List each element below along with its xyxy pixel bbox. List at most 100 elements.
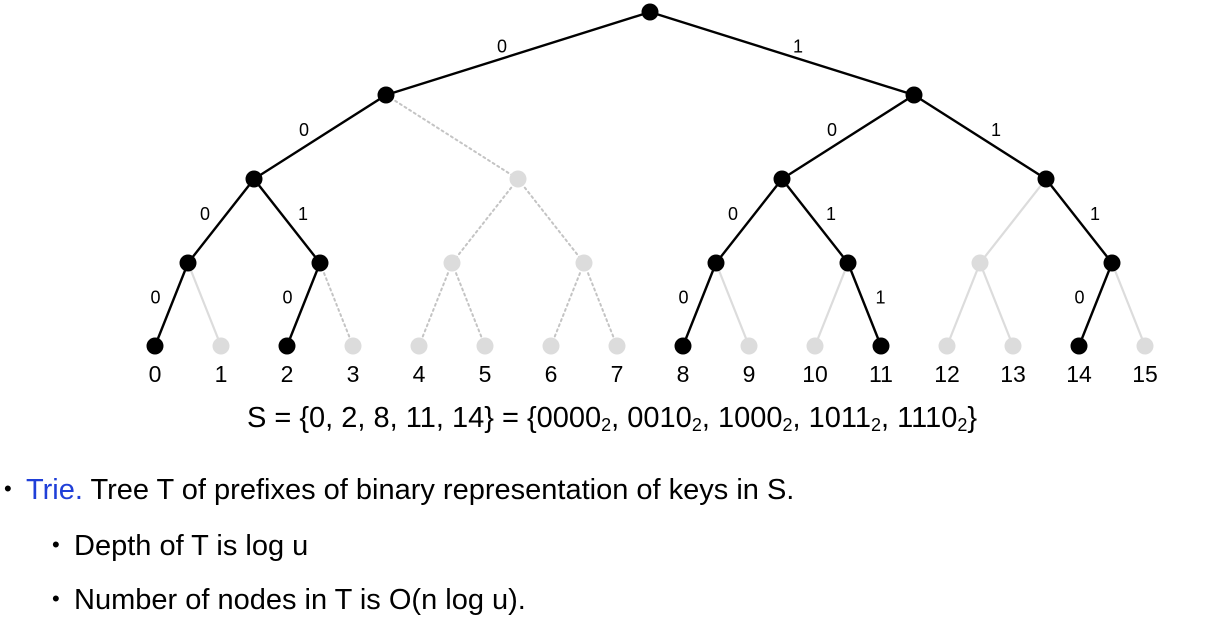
leaf-label: 3 bbox=[347, 361, 360, 387]
trie-edge bbox=[252, 93, 388, 181]
trie-edge bbox=[550, 262, 585, 347]
trie-edge bbox=[945, 261, 982, 348]
edge-label: 0 bbox=[150, 287, 160, 307]
trie-node-unused bbox=[509, 170, 527, 188]
bullet-text: Depth of T is log u bbox=[74, 530, 309, 562]
trie-edge bbox=[1044, 177, 1114, 265]
trie-node bbox=[1103, 254, 1121, 272]
edge-label: 0 bbox=[200, 204, 210, 224]
trie-edge bbox=[319, 262, 354, 347]
trie-node-unused bbox=[575, 254, 593, 272]
trie-node bbox=[674, 337, 692, 355]
trie-node bbox=[773, 170, 791, 188]
trie-edge bbox=[385, 94, 519, 180]
separator: , bbox=[881, 402, 898, 434]
leaf-label: 10 bbox=[802, 361, 828, 387]
trie-edge bbox=[978, 261, 1015, 348]
trie-edge bbox=[780, 93, 916, 181]
leaf-label: 8 bbox=[677, 361, 690, 387]
leaf-label: 15 bbox=[1132, 361, 1158, 387]
edge-label: 0 bbox=[282, 287, 292, 307]
trie-node-unused bbox=[410, 337, 428, 355]
separator: , bbox=[792, 402, 809, 434]
leaf-label: 13 bbox=[1000, 361, 1026, 387]
leaf-label: 7 bbox=[611, 361, 624, 387]
trie-edge bbox=[1077, 261, 1114, 348]
leaf-label: 4 bbox=[413, 361, 426, 387]
trie-edge bbox=[418, 262, 453, 347]
trie-node-unused bbox=[212, 337, 230, 355]
trie-edge bbox=[451, 178, 519, 264]
bullet-icon: • bbox=[52, 586, 60, 611]
trie-edge bbox=[451, 262, 486, 347]
leaf-label: 1 bbox=[215, 361, 228, 387]
set-close: } bbox=[967, 402, 978, 434]
leaf-label: 0 bbox=[149, 361, 162, 387]
leaf-label: 2 bbox=[281, 361, 294, 387]
trie-node bbox=[905, 86, 923, 104]
trie-node bbox=[1037, 170, 1055, 188]
edge-label: 1 bbox=[991, 120, 1001, 140]
trie-edge bbox=[714, 261, 751, 348]
edge-label: 1 bbox=[826, 204, 836, 224]
edge-label: 0 bbox=[1074, 287, 1084, 307]
trie-edge bbox=[384, 10, 652, 97]
trie-node-unused bbox=[443, 254, 461, 272]
edges-layer bbox=[153, 10, 1147, 348]
edge-label: 0 bbox=[678, 287, 688, 307]
trie-node-unused bbox=[1136, 337, 1154, 355]
trie-term: Trie. bbox=[26, 474, 83, 506]
trie-edge bbox=[517, 178, 585, 264]
binary-item: 11102 bbox=[897, 402, 968, 435]
edge-label: 0 bbox=[728, 204, 738, 224]
nodes-layer bbox=[146, 3, 1154, 355]
edge-label: 1 bbox=[875, 287, 885, 307]
leaf-label: 6 bbox=[545, 361, 558, 387]
trie-node bbox=[872, 337, 890, 355]
edge-label: 0 bbox=[497, 36, 507, 56]
trie-edge bbox=[780, 177, 850, 265]
trie-edge bbox=[252, 177, 322, 265]
trie-node bbox=[146, 337, 164, 355]
separator: , bbox=[701, 402, 718, 434]
trie-edge bbox=[153, 261, 190, 348]
trie-node-unused bbox=[344, 337, 362, 355]
trie-edge bbox=[186, 177, 256, 265]
leaf-label: 14 bbox=[1066, 361, 1092, 387]
binary-item: 00002 bbox=[536, 402, 612, 435]
trie-node-unused bbox=[971, 254, 989, 272]
trie-node-unused bbox=[1004, 337, 1022, 355]
bullet-icon: • bbox=[4, 476, 12, 501]
trie-node bbox=[1070, 337, 1088, 355]
binary-item: 10002 bbox=[717, 402, 793, 435]
trie-edge bbox=[681, 261, 718, 348]
trie-node bbox=[245, 170, 263, 188]
trie-edge bbox=[583, 262, 618, 347]
edge-label: 1 bbox=[793, 36, 803, 56]
set-lhs: S = {0, 2, 8, 11, 14} = { bbox=[246, 402, 537, 434]
bullet-text: Tree T of prefixes of binary representat… bbox=[82, 474, 795, 506]
leaf-label: 11 bbox=[869, 361, 893, 387]
leaf-label: 12 bbox=[934, 361, 960, 387]
trie-node bbox=[641, 3, 659, 21]
trie-edge bbox=[978, 177, 1048, 265]
trie-node-unused bbox=[608, 337, 626, 355]
trie-node-unused bbox=[542, 337, 560, 355]
trie-edge bbox=[714, 177, 784, 265]
bullet-trie-definition: • Trie. Tree T of prefixes of binary repr… bbox=[4, 474, 794, 507]
trie-node bbox=[707, 254, 725, 272]
trie-node bbox=[278, 337, 296, 355]
edge-label: 1 bbox=[298, 204, 308, 224]
trie-node-unused bbox=[806, 337, 824, 355]
trie-node-unused bbox=[476, 337, 494, 355]
binary-item: 00102 bbox=[627, 402, 702, 435]
bullet-icon: • bbox=[52, 532, 60, 557]
leaf-label: 5 bbox=[479, 361, 492, 387]
trie-node-unused bbox=[740, 337, 758, 355]
bullet-depth: • Depth of T is log u bbox=[52, 530, 308, 563]
edge-label: 0 bbox=[827, 120, 837, 140]
bullet-text: Number of nodes in T is O(n log u). bbox=[74, 584, 526, 616]
